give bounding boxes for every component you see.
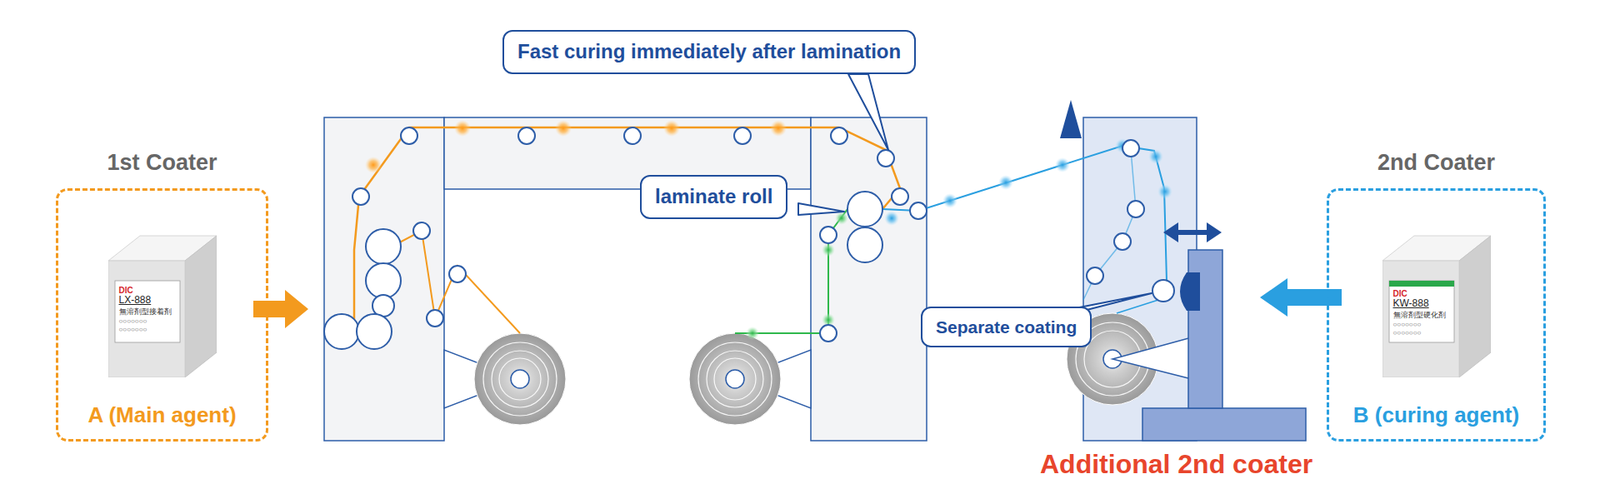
placeholder-text: ○○○○○○○ xyxy=(119,325,148,334)
agent-label: A (Main agent) xyxy=(55,402,269,429)
product-code: KW-888 xyxy=(1393,298,1430,310)
coater-heading: 2nd Coater xyxy=(1326,150,1546,176)
agent-label: B (curing agent) xyxy=(1326,402,1546,429)
product-package: DICKW-888無溶剤型硬化剤○○○○○○○○○○○○○○ xyxy=(1382,227,1491,378)
placeholder-text: ○○○○○○○ xyxy=(1393,320,1422,329)
coater-heading: 1st Coater xyxy=(55,150,269,176)
product-package: DICLX-888無溶剤型接着剤○○○○○○○○○○○○○○ xyxy=(108,227,217,378)
callout-box: laminate roll xyxy=(640,175,788,220)
coater-box: 1st Coater A (Main agent) DICLX-888無溶剤型接着剤… xyxy=(55,148,269,442)
brand-name: DIC xyxy=(119,285,134,295)
callout-text: Separate coating xyxy=(935,316,1077,338)
product-type: 無溶剤型硬化剤 xyxy=(1393,310,1446,320)
callout-text: laminate roll xyxy=(655,185,773,210)
product-code: LX-888 xyxy=(119,295,152,306)
part-label: Additional 2nd coater xyxy=(1040,449,1313,480)
placeholder-text: ○○○○○○○ xyxy=(1393,329,1422,337)
callout-text: Fast curing immediately after lamination xyxy=(517,40,901,65)
placeholder-text: ○○○○○○○ xyxy=(119,317,148,325)
callout-box: Separate coating xyxy=(920,306,1092,348)
brand-name: DIC xyxy=(1393,289,1408,299)
callout-box: Fast curing immediately after lamination xyxy=(502,30,916,75)
coater-box: 2nd Coater B (curing agent) DICKW-888無溶剤型硬… xyxy=(1326,148,1546,442)
product-type: 無溶剤型接着剤 xyxy=(119,307,172,316)
